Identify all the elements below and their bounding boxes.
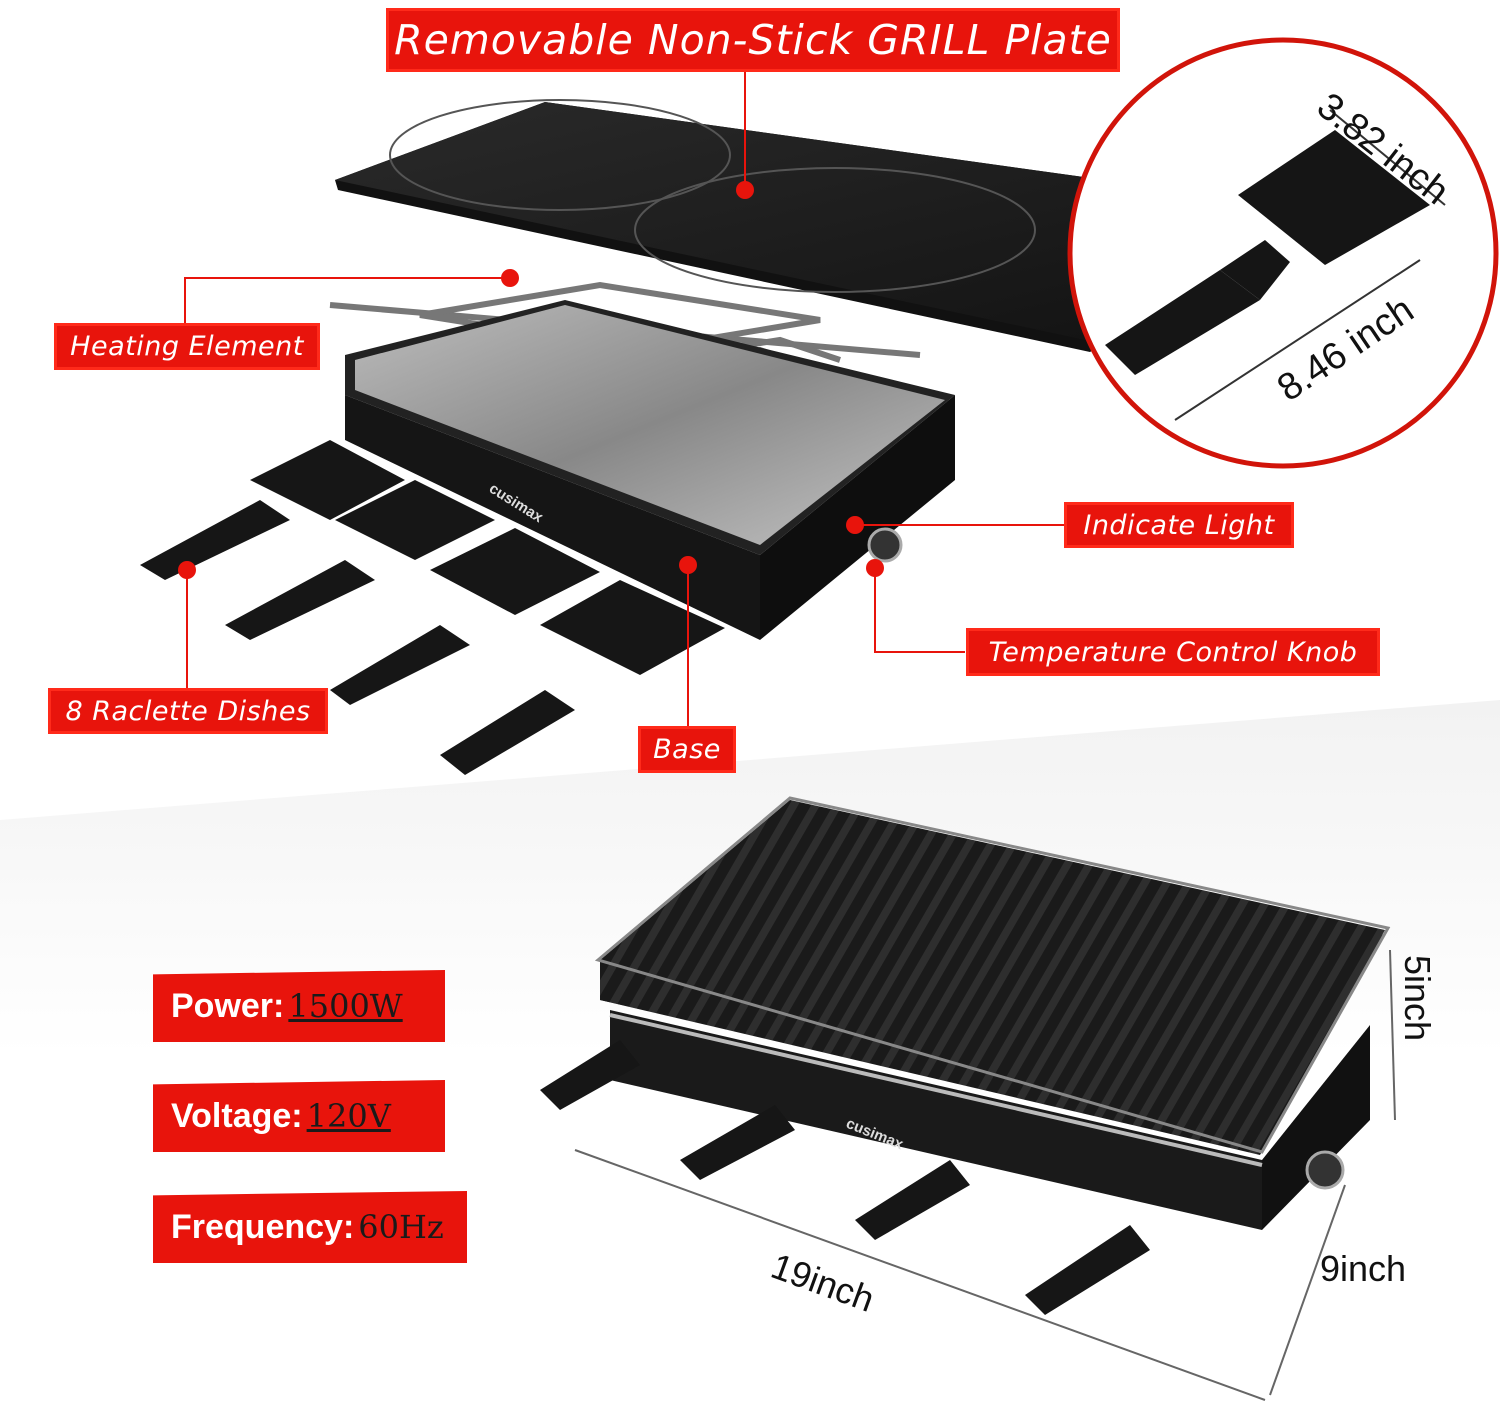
base xyxy=(345,300,955,640)
base-label: Base xyxy=(638,726,736,773)
assembled-grill xyxy=(540,796,1391,1315)
dish-detail-inset xyxy=(1067,37,1499,469)
indicate-light-label: Indicate Light xyxy=(1064,502,1294,548)
frequency-label: Frequency: xyxy=(171,1207,355,1246)
temp-knob-label: Temperature Control Knob xyxy=(966,628,1380,676)
heating-element-label: Heating Element xyxy=(54,323,320,370)
raclette-dishes xyxy=(140,440,725,775)
voltage-value: 120V xyxy=(306,1097,391,1135)
callout-dots xyxy=(178,181,884,579)
dimension-lines xyxy=(574,949,1396,1401)
power-spec: Power: 1500W xyxy=(153,970,445,1042)
voltage-label: Voltage: xyxy=(171,1096,303,1135)
frequency-spec: Frequency: 60Hz xyxy=(153,1191,467,1263)
callout-lines xyxy=(184,70,1065,727)
width-dimension: 9inch xyxy=(1320,1248,1407,1289)
voltage-spec: Voltage: 120V xyxy=(153,1080,445,1152)
power-label: Power: xyxy=(171,986,285,1025)
height-dimension: 5inch xyxy=(1397,955,1438,1042)
power-value: 1500W xyxy=(288,987,403,1025)
frequency-value: 60Hz xyxy=(358,1208,444,1246)
grill-plate-label: Removable Non-Stick GRILL Plate xyxy=(386,8,1120,72)
raclette-dishes-label: 8 Raclette Dishes xyxy=(48,688,328,734)
